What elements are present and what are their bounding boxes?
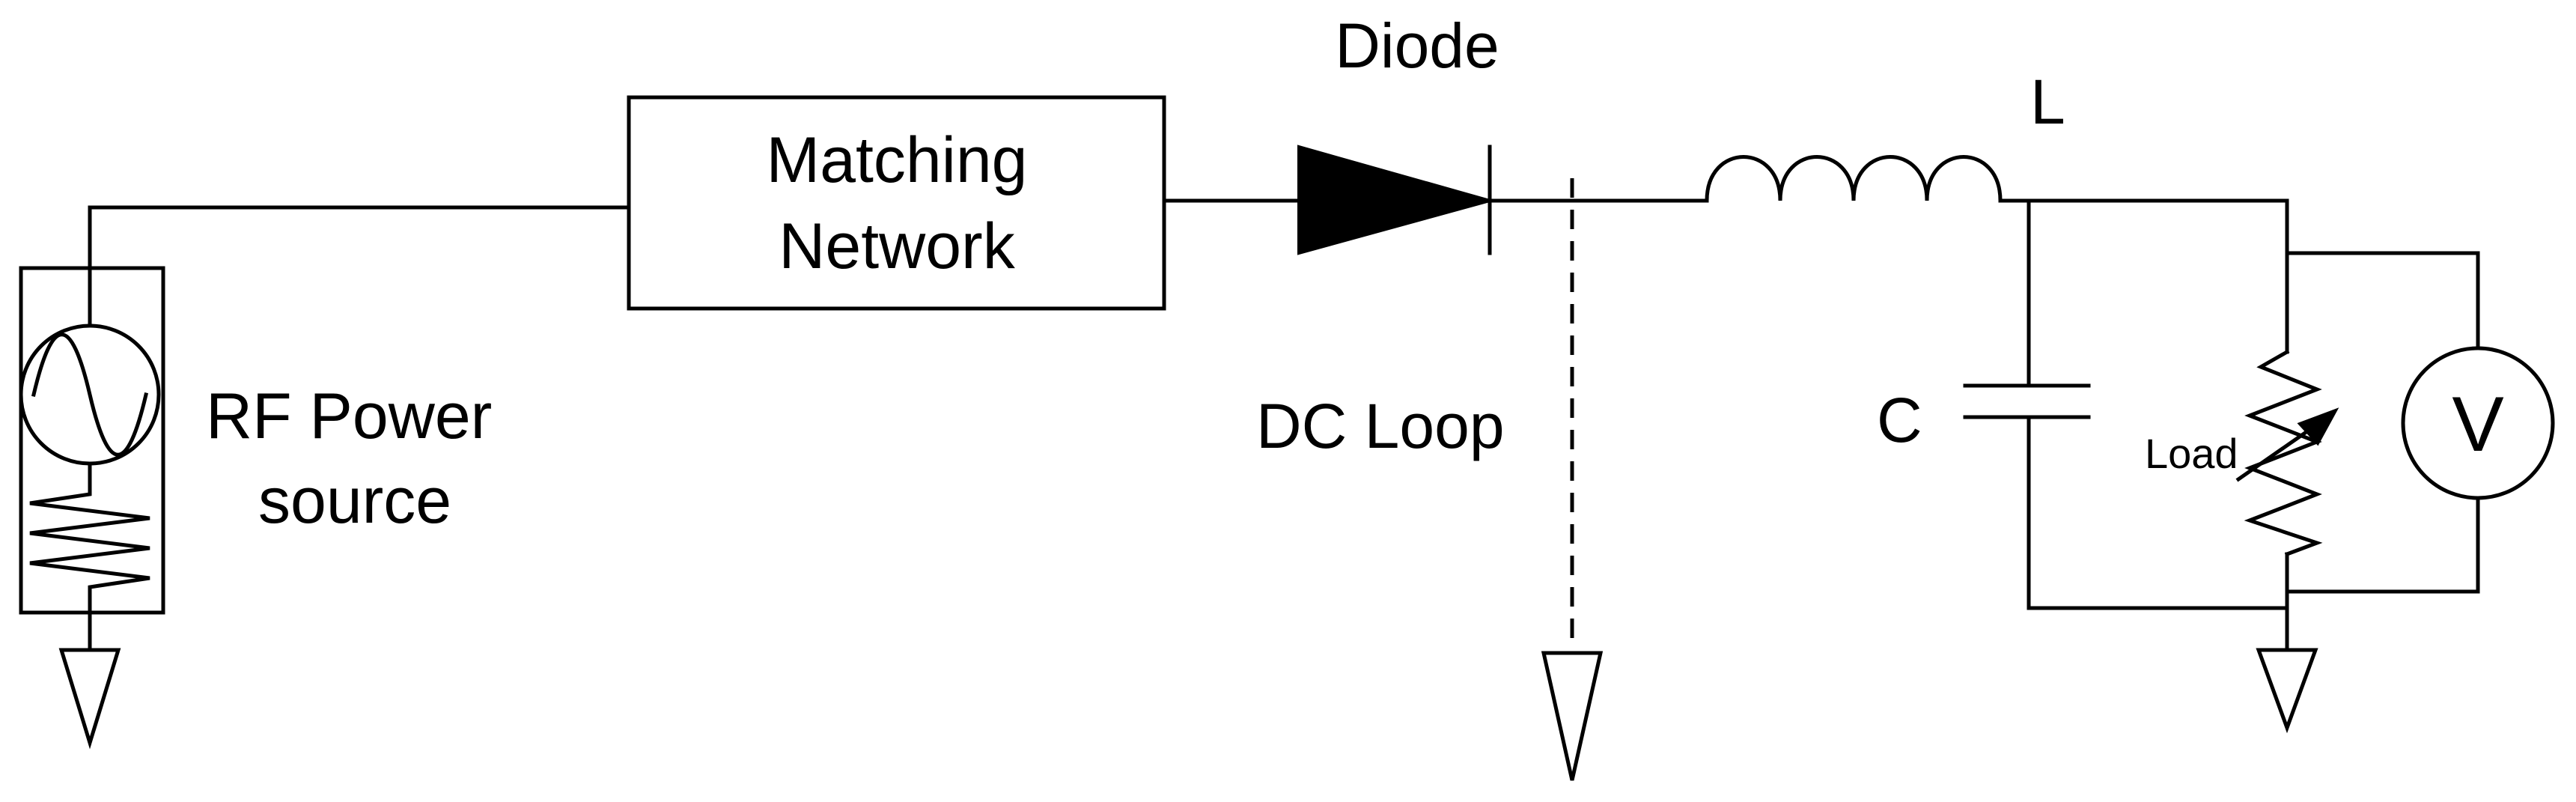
rf-power-source	[19, 266, 165, 750]
voltmeter-label: V	[2452, 381, 2503, 468]
inductor: L	[1705, 67, 2065, 203]
variable-arrow-head-icon	[2297, 407, 2339, 446]
voltmeter: V	[2285, 251, 2555, 594]
dc-loop-label: DC Loop	[1256, 391, 1505, 461]
load-label: Load	[2145, 430, 2238, 477]
wire-source-to-matching	[88, 205, 631, 328]
inductor-coil-icon	[1705, 155, 2003, 203]
matching-network: Matching Network	[627, 95, 1166, 311]
source-ground-icon	[58, 648, 121, 750]
rf-source-label-line1: RF Power	[206, 380, 492, 452]
rf-source-enclosure	[19, 266, 165, 615]
capacitor: C	[1877, 198, 2091, 610]
capacitor-label: C	[1877, 385, 1922, 455]
matching-network-label-line1: Matching	[767, 124, 1028, 196]
source-resistor-icon	[29, 461, 150, 615]
diode-triangle-icon	[1297, 145, 1496, 255]
rf-source-label-line2: source	[258, 465, 451, 537]
dc-loop-ground-icon	[1541, 651, 1604, 781]
output-ground-icon	[2256, 648, 2318, 734]
dc-loop: DC Loop	[1256, 178, 1604, 781]
diode-label: Diode	[1335, 10, 1499, 81]
matching-network-label-line2: Network	[779, 210, 1015, 282]
diode: Diode	[1297, 10, 1499, 255]
load-resistor-icon	[2244, 349, 2323, 557]
inductor-label: L	[2030, 67, 2065, 137]
variable-load: Load	[2145, 251, 2339, 652]
matching-network-box	[627, 95, 1166, 311]
sine-wave-icon	[31, 332, 149, 457]
